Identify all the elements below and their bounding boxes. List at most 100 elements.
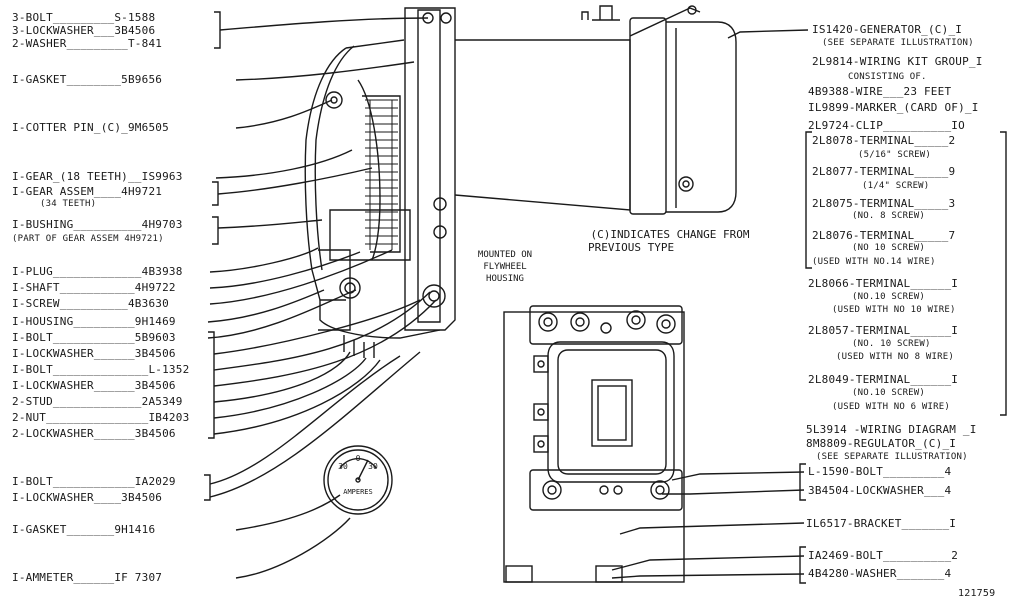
bracket-bracket-bolts bbox=[799, 546, 806, 584]
part-label-bracket-bolt: IA2469-BOLT__________2 bbox=[808, 549, 959, 562]
leader-bracket-washer bbox=[611, 573, 805, 579]
leader-housing bbox=[207, 289, 325, 323]
leader-gear bbox=[215, 149, 353, 179]
housing-bolt-2 bbox=[422, 284, 446, 308]
leader-generator bbox=[727, 29, 809, 39]
part-label-regulator-bolt: L-1590-BOLT_________4 bbox=[808, 465, 952, 478]
leader-bracket bbox=[619, 522, 805, 535]
note-change-line2: PREVIOUS TYPE bbox=[588, 241, 675, 254]
part-note-bushing: (PART OF GEAR ASSEM 4H9721) bbox=[12, 234, 164, 244]
part-note-terminal-8076: (NO 10 SCREW) bbox=[852, 243, 926, 253]
part-note-terminal-8049: (NO.10 SCREW) bbox=[852, 388, 926, 398]
part-label-lockwasher-3: I-LOCKWASHER______3B4506 bbox=[12, 379, 176, 392]
leader-lock3 bbox=[213, 359, 381, 435]
part-label-terminal-8076: 2L8076-TERMINAL_____7 bbox=[812, 229, 956, 242]
gear-teeth bbox=[365, 99, 398, 250]
part-note-terminal-8077: (1/4" SCREW) bbox=[862, 181, 930, 191]
part-label-lockwasher: 3-LOCKWASHER___3B4506 bbox=[12, 24, 156, 37]
leader-bracket-bolt bbox=[611, 555, 805, 571]
part-label-regulator-lockwasher: 3B4504-LOCKWASHER___4 bbox=[808, 484, 952, 497]
part-label-marker: IL9899-MARKER_(CARD OF)_I bbox=[808, 101, 979, 114]
housing-bolt-1 bbox=[339, 277, 361, 299]
part-label-terminal-8057: 2L8057-TERMINAL______I bbox=[808, 324, 959, 337]
leader-ammeter-lock bbox=[209, 351, 421, 498]
leader-shaft bbox=[209, 251, 361, 289]
leader-top bbox=[219, 17, 429, 31]
regulator-assembly bbox=[503, 305, 685, 583]
part-label-housing: I-HOUSING_________9H1469 bbox=[12, 315, 176, 328]
part-label-lockwasher-2: I-LOCKWASHER______3B4506 bbox=[12, 347, 176, 360]
part-note-terminal-8049-wire: (USED WITH NO 6 WIRE) bbox=[832, 402, 950, 412]
bracket-lower-group bbox=[208, 331, 215, 439]
leader-plug bbox=[209, 247, 319, 273]
ammeter-scale-zero: 0 bbox=[355, 454, 361, 463]
part-label-generator: IS1420-GENERATOR_(C)_I bbox=[812, 23, 963, 36]
leader-lockwasher-right bbox=[662, 489, 805, 495]
part-label-ammeter: I-AMMETER______IF 7307 bbox=[12, 571, 163, 584]
part-note-consisting: CONSISTING OF. bbox=[848, 72, 927, 82]
leader-lock2 bbox=[213, 299, 437, 387]
part-label-lockwasher-4: 2-LOCKWASHER______3B4506 bbox=[12, 427, 176, 440]
generator bbox=[454, 5, 737, 215]
part-label-terminal-8078: 2L8078-TERMINAL_____2 bbox=[812, 134, 956, 147]
part-note-terminal-8057-wire: (USED WITH NO 8 WIRE) bbox=[836, 352, 954, 362]
part-label-stud: 2-STUD_____________2A5349 bbox=[12, 395, 183, 408]
part-label-nut: 2-NUT_______________IB4203 bbox=[12, 411, 190, 424]
part-label-shaft: I-SHAFT___________4H9722 bbox=[12, 281, 176, 294]
part-label-terminal-8075: 2L8075-TERMINAL_____3 bbox=[812, 197, 956, 210]
ammeter-scale-right: 30 bbox=[368, 462, 378, 471]
part-label-gear: I-GEAR_(18 TEETH)__IS9963 bbox=[12, 170, 183, 183]
bracket-bolt-washer bbox=[799, 463, 806, 501]
part-note-regulator: (SEE SEPARATE ILLUSTRATION) bbox=[816, 452, 968, 462]
bracket-terminals bbox=[1000, 131, 1007, 416]
bracket-gear-group bbox=[212, 181, 219, 206]
leader-gear-assem bbox=[217, 167, 373, 195]
part-label-screw: I-SCREW__________4B3630 bbox=[12, 297, 169, 310]
leader-bolt-right bbox=[671, 471, 805, 481]
note-mounted-line2: FLYWHEEL bbox=[483, 262, 527, 272]
part-label-bushing: I-BUSHING__________4H9703 bbox=[12, 218, 183, 231]
part-note-terminal-8066: (NO.10 SCREW) bbox=[852, 292, 926, 302]
part-label-terminal-8066: 2L8066-TERMINAL______I bbox=[808, 277, 959, 290]
bracket-ammeter-bolt bbox=[204, 474, 211, 501]
part-note-terminal-8057: (NO. 10 SCREW) bbox=[852, 339, 931, 349]
part-note-terminal-8075: (NO. 8 SCREW) bbox=[852, 211, 926, 221]
part-note-34-teeth: (34 TEETH) bbox=[40, 199, 97, 209]
part-label-lockwasher-5: I-LOCKWASHER____3B4506 bbox=[12, 491, 163, 504]
part-label-washer: 2-WASHER_________T-841 bbox=[12, 37, 163, 50]
note-mounted-line3: HOUSING bbox=[486, 274, 524, 284]
part-label-terminal-8077: 2L8077-TERMINAL_____9 bbox=[812, 165, 956, 178]
leader-ammeter-bolt bbox=[209, 355, 401, 485]
leader-gasket bbox=[235, 61, 415, 81]
bracket-wiring-kit bbox=[805, 131, 812, 269]
leader-nut bbox=[213, 357, 367, 419]
housing-nut-top bbox=[325, 91, 343, 109]
part-label-bolt-3: I-BOLT______________L-1352 bbox=[12, 363, 190, 376]
figure-number: 121759 bbox=[958, 588, 996, 599]
part-note-terminal-8078: (5/16" SCREW) bbox=[858, 150, 932, 160]
part-label-bolt-2: I-BOLT____________5B9603 bbox=[12, 331, 176, 344]
leader-stud bbox=[213, 351, 351, 403]
part-label-bracket-washer: 4B4280-WASHER_______4 bbox=[808, 567, 952, 580]
leader-bolt1 bbox=[207, 289, 357, 339]
part-note-generator: (SEE SEPARATE ILLUSTRATION) bbox=[822, 38, 974, 48]
part-label-bolt-4: I-BOLT____________IA2029 bbox=[12, 475, 176, 488]
bracket-bolt-group bbox=[214, 11, 221, 49]
part-label-gasket: I-GASKET________5B9656 bbox=[12, 73, 163, 86]
part-label-regulator: 8M8809-REGULATOR_(C)_I bbox=[806, 437, 957, 450]
leader-cotter bbox=[235, 99, 333, 129]
part-label-clip: 2L9724-CLIP__________IO bbox=[808, 119, 965, 132]
part-label-wiring-kit: 2L9814-WIRING KIT GROUP_I bbox=[812, 55, 983, 68]
leader-ammeter bbox=[235, 517, 351, 579]
bracket-bushing-group bbox=[212, 216, 219, 245]
part-label-bracket: IL6517-BRACKET_______I bbox=[806, 517, 957, 530]
part-label-wire: 4B9388-WIRE___23 FEET bbox=[808, 85, 952, 98]
note-change-line1: (C)INDICATES CHANGE FROM bbox=[590, 228, 750, 241]
part-label-plug: I-PLUG_____________4B3938 bbox=[12, 265, 183, 278]
part-label-bolt: 3-BOLT_________S-1588 bbox=[12, 11, 156, 24]
gear-drive-housing bbox=[304, 7, 456, 358]
ammeter-face-label: AMPERES bbox=[343, 488, 373, 496]
part-label-gear-assem: I-GEAR ASSEM____4H9721 bbox=[12, 185, 163, 198]
note-mounted-line1: MOUNTED ON bbox=[477, 250, 533, 260]
